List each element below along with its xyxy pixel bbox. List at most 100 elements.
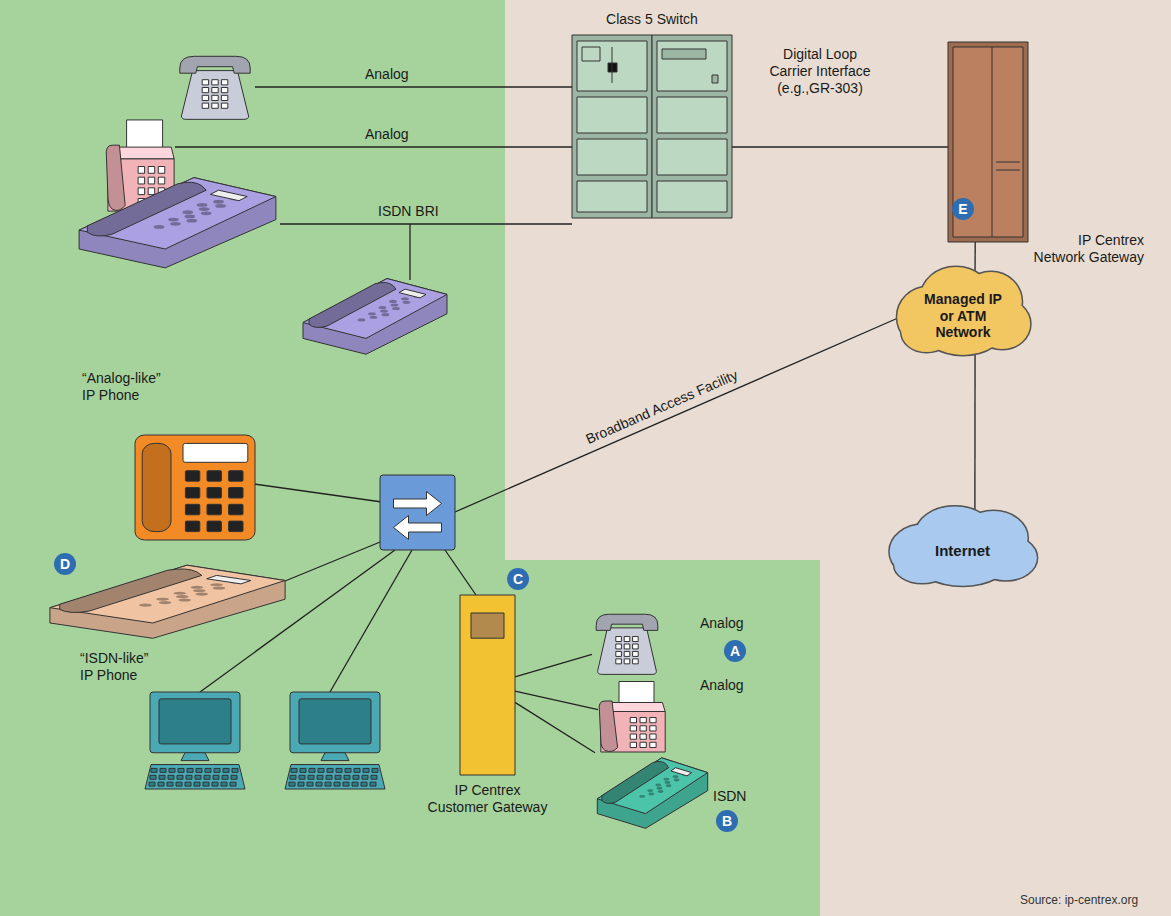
analog-phone bbox=[596, 614, 658, 674]
connector-line bbox=[974, 242, 975, 272]
key bbox=[187, 219, 198, 223]
drawing-part bbox=[167, 782, 173, 786]
node-label: ISDN bbox=[713, 788, 763, 805]
drawing-part bbox=[150, 692, 240, 753]
drawing-part bbox=[232, 768, 238, 772]
drawing-part bbox=[149, 782, 155, 786]
drawing-part bbox=[135, 435, 255, 540]
drawing-part bbox=[159, 775, 165, 779]
drawing-part bbox=[148, 177, 154, 184]
drawing-part bbox=[194, 782, 200, 786]
ethernet-switch bbox=[380, 475, 455, 550]
node-shape bbox=[460, 595, 515, 775]
drawing-part bbox=[79, 178, 276, 249]
drawing-part bbox=[471, 613, 504, 638]
drawing-part bbox=[205, 768, 211, 772]
key bbox=[156, 598, 169, 601]
drawing-part bbox=[996, 162, 1020, 163]
drawing-part bbox=[597, 758, 707, 829]
drawing-part bbox=[624, 659, 630, 664]
callout-letter: A bbox=[724, 640, 746, 662]
node-shape bbox=[135, 435, 255, 540]
callout-letter: B bbox=[716, 810, 738, 832]
drawing-part bbox=[185, 504, 199, 515]
callout-letter: D bbox=[54, 553, 76, 575]
drawing-part bbox=[657, 41, 727, 91]
drawing-part bbox=[325, 782, 331, 786]
drawing-part bbox=[596, 614, 658, 630]
drawing-part bbox=[222, 775, 228, 779]
internet-cloud: Internet bbox=[885, 502, 1040, 592]
computer bbox=[285, 692, 385, 789]
key bbox=[210, 583, 223, 586]
key bbox=[368, 312, 376, 315]
drawing-part bbox=[399, 289, 426, 298]
node-shape bbox=[595, 748, 710, 830]
drawing-part bbox=[151, 768, 157, 772]
drawing-part bbox=[158, 782, 164, 786]
ip-phone: “Analog-like” IP Phone bbox=[135, 435, 255, 540]
drawing-part bbox=[394, 516, 442, 540]
cloud-outline bbox=[890, 507, 1037, 586]
drawing-part bbox=[327, 768, 333, 772]
drawing-part bbox=[212, 80, 218, 85]
drawing-part bbox=[650, 742, 656, 747]
isdn-phone: ISDN bbox=[595, 748, 710, 830]
wire bbox=[445, 550, 476, 595]
drawing-part bbox=[187, 768, 193, 772]
analog-phone: Analog bbox=[592, 613, 662, 675]
drawing-part bbox=[992, 47, 993, 237]
drawing-part bbox=[624, 651, 630, 656]
drawing-part bbox=[345, 768, 351, 772]
drawing-part bbox=[597, 758, 707, 814]
drawing-part bbox=[657, 97, 727, 133]
drawing-part bbox=[650, 718, 656, 723]
key bbox=[647, 789, 653, 792]
drawing-part bbox=[207, 575, 251, 584]
key bbox=[648, 792, 654, 795]
drawing-part bbox=[640, 742, 646, 747]
line-label: Analog bbox=[365, 126, 409, 143]
key bbox=[658, 790, 664, 793]
key bbox=[664, 781, 670, 784]
drawing-part bbox=[142, 443, 171, 531]
key bbox=[392, 307, 400, 310]
key bbox=[193, 589, 206, 592]
drawing-part bbox=[177, 775, 183, 779]
drawing-part bbox=[616, 644, 622, 649]
drawing-part bbox=[953, 47, 1023, 237]
connector-line bbox=[515, 702, 595, 752]
isdn-phone bbox=[50, 565, 285, 638]
key bbox=[170, 222, 181, 226]
computer bbox=[145, 692, 245, 789]
drawing-part bbox=[371, 775, 377, 779]
drawing-part bbox=[671, 768, 692, 776]
drawing-part bbox=[712, 75, 718, 83]
drawing-part bbox=[178, 768, 184, 772]
drawing-part bbox=[50, 565, 285, 638]
drawing-part bbox=[599, 701, 617, 752]
drawing-part bbox=[210, 190, 247, 201]
drawing-part bbox=[624, 644, 630, 649]
key bbox=[215, 204, 226, 208]
node-label: “Analog-like” IP Phone bbox=[82, 370, 172, 404]
drawing-part bbox=[362, 775, 368, 779]
drawing-part bbox=[221, 782, 227, 786]
drawing-part bbox=[307, 782, 313, 786]
drawing-part bbox=[640, 726, 646, 731]
ip-phone: “ISDN-like” IP Phone bbox=[45, 555, 290, 640]
drawing-part bbox=[630, 726, 636, 731]
drawing-part bbox=[577, 181, 647, 212]
drawing-part bbox=[298, 782, 304, 786]
drawing-part bbox=[650, 726, 656, 731]
drawing-part bbox=[303, 279, 447, 339]
drawing-part bbox=[948, 42, 1028, 242]
class5-switch: Class 5 Switch bbox=[572, 35, 732, 218]
drawing-part bbox=[572, 35, 652, 218]
cloud-fill bbox=[897, 267, 1030, 355]
drawing-part bbox=[370, 782, 376, 786]
callout-letter: E bbox=[952, 198, 974, 220]
drawing-part bbox=[202, 95, 208, 100]
key bbox=[379, 306, 387, 309]
drawing-part bbox=[577, 139, 647, 175]
